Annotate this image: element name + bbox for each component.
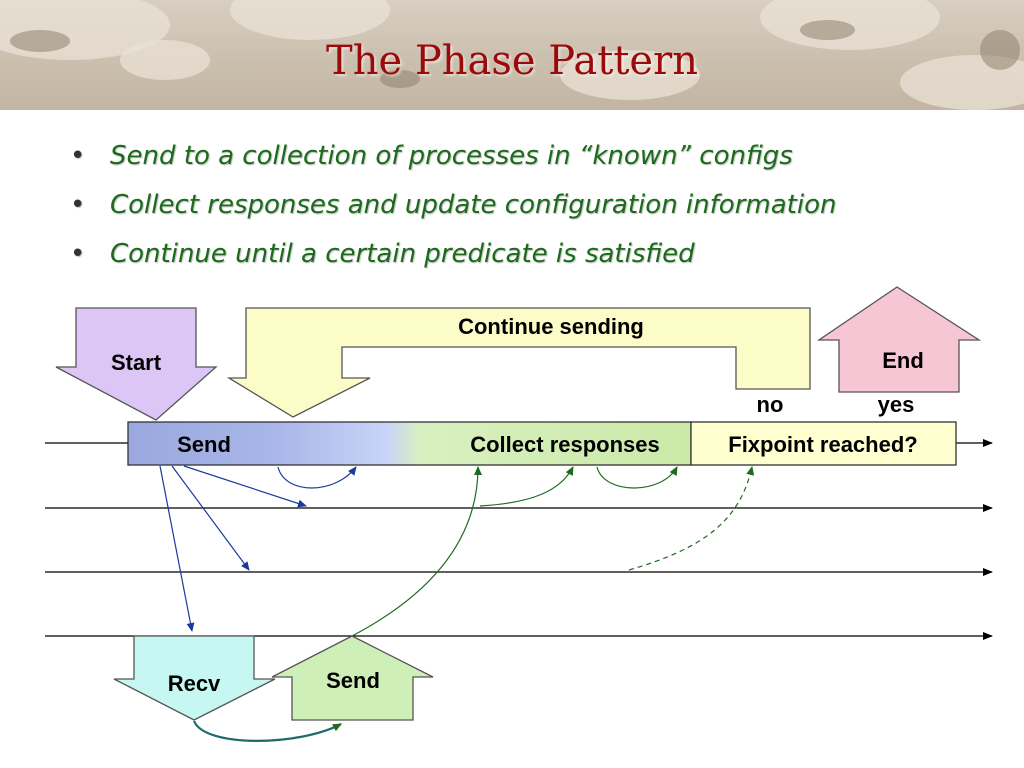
- bullet-item: • Collect responses and update configurat…: [70, 181, 836, 230]
- response-arrow: [596, 466, 678, 489]
- yes-label: yes: [878, 392, 915, 417]
- bullet-dot: •: [70, 239, 86, 269]
- recv-arrow: [113, 635, 276, 721]
- recv-to-send-arrow: [192, 720, 342, 742]
- end-arrow: [816, 286, 982, 393]
- send-message-arrow: [183, 465, 307, 508]
- fixpoint-label: Fixpoint reached?: [728, 432, 917, 457]
- reply-send-arrow: [271, 635, 434, 721]
- fixpoint-box: [690, 421, 957, 466]
- collect-responses-label: Collect responses: [470, 432, 660, 457]
- header-banner: [0, 0, 1024, 110]
- send-phase-label: Send: [177, 432, 231, 457]
- bullet-dot: •: [70, 141, 86, 171]
- recv-label: Recv: [168, 671, 221, 696]
- send-message-arrow: [159, 465, 195, 632]
- start-label: Start: [111, 350, 162, 375]
- bullet-text: Continue until a certain predicate is sa…: [110, 239, 695, 269]
- send-collect-box: [127, 421, 692, 466]
- send-message-arrow: [171, 465, 250, 571]
- response-arrow: [479, 466, 574, 507]
- response-arrow: [351, 466, 482, 637]
- bullet-item: • Continue until a certain predicate is s…: [70, 230, 836, 279]
- bullet-dot: •: [70, 190, 86, 220]
- bullet-text: Collect responses and update configurati…: [110, 190, 837, 220]
- bullet-item: • Send to a collection of processes in “k…: [70, 132, 836, 181]
- bullet-text: Send to a collection of processes in “kn…: [110, 141, 793, 171]
- continue-sending-arrow: [226, 307, 811, 418]
- end-label: End: [882, 348, 924, 373]
- page-title: The Phase Pattern: [326, 38, 698, 84]
- bullet-list: • Send to a collection of processes in “k…: [70, 132, 836, 279]
- start-arrow: [55, 307, 218, 421]
- reply-send-label: Send: [326, 668, 380, 693]
- continue-sending-label: Continue sending: [458, 314, 644, 339]
- fixpoint-dashed-arrow: [628, 466, 755, 571]
- no-label: no: [757, 392, 784, 417]
- send-message-arrow: [277, 466, 357, 489]
